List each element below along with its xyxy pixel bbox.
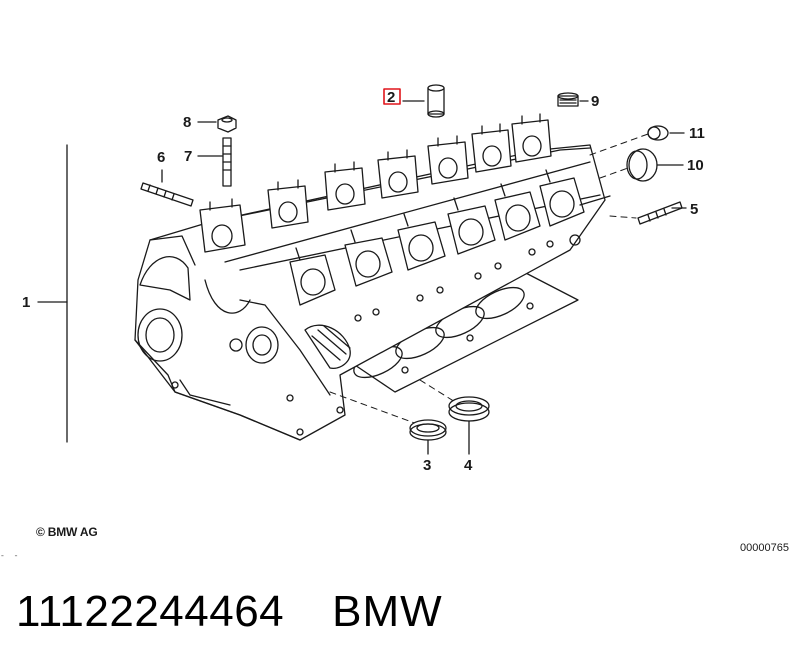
edge-marks: - -: [0, 552, 21, 561]
part-number: 11122244464: [16, 587, 285, 636]
callout-10: 10: [687, 157, 704, 174]
copyright-notice: © BMW AG: [36, 525, 98, 539]
callout-9: 9: [591, 93, 599, 110]
callout-2-highlight-box: [383, 88, 401, 105]
plug-9: [557, 92, 579, 107]
plug-10: [626, 148, 658, 182]
side-bolt-holes: [354, 240, 554, 322]
camshaft-bearing-caps: [199, 113, 552, 253]
nut-8: [217, 115, 237, 133]
callout-3: 3: [423, 457, 431, 474]
stud-6: [140, 182, 194, 207]
stud-5: [637, 201, 683, 225]
callout-6: 6: [157, 149, 165, 166]
sleeve-2: [427, 84, 445, 118]
callout-2: 2: [387, 89, 395, 106]
port-bosses: [289, 169, 611, 306]
callout-7: 7: [184, 148, 192, 165]
diagram-document-id: 00000765: [740, 542, 789, 554]
callout-4: 4: [464, 457, 473, 474]
stud-7: [222, 137, 232, 187]
footer-caption: 11122244464 BMW: [16, 582, 443, 642]
callout-5: 5: [690, 201, 698, 218]
cylinder-head-exploded-diagram: 1 2 3 4 5 6 7 8 9 10 11: [22, 84, 705, 474]
callout-11: 11: [689, 125, 705, 142]
seal-4: [448, 396, 490, 422]
brand-name: BMW: [332, 587, 443, 636]
cap-11: [647, 125, 669, 141]
callout-8: 8: [183, 114, 191, 131]
seal-3: [409, 419, 447, 441]
callout-1: 1: [22, 294, 30, 311]
